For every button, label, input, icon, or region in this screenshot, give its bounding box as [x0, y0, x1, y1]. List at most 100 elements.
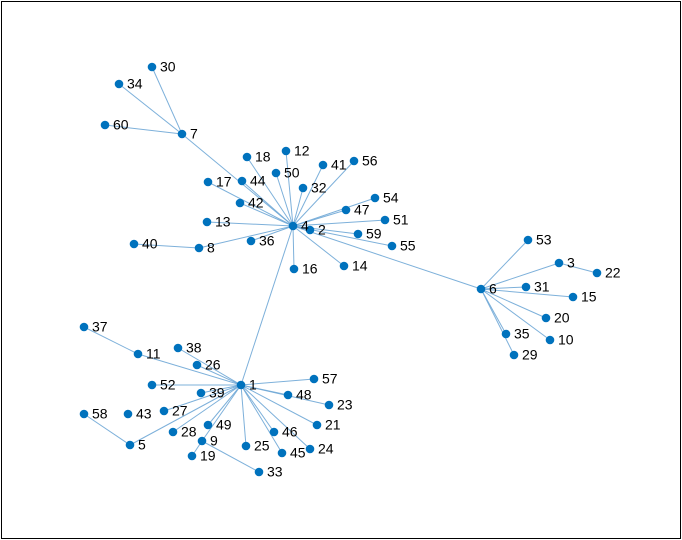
edge-4-18: [246, 156, 294, 227]
node-label-14: 14: [352, 258, 368, 274]
edge-7-30: [151, 66, 183, 135]
node-label-60: 60: [113, 117, 129, 133]
node-39: [196, 388, 206, 398]
node-45: [277, 448, 287, 458]
node-19: [187, 451, 197, 461]
edge-8-40: [133, 243, 200, 249]
node-label-25: 25: [254, 438, 270, 454]
node-40: [129, 239, 139, 249]
node-label-7: 7: [190, 126, 198, 142]
edge-4-51: [292, 219, 386, 227]
node-label-37: 37: [92, 319, 108, 335]
node-27: [159, 406, 169, 416]
edge-4-13: [206, 221, 294, 227]
node-31: [521, 282, 531, 292]
node-33: [254, 467, 264, 477]
node-36: [246, 236, 256, 246]
edge-6-35: [480, 288, 507, 335]
node-15: [568, 292, 578, 302]
node-label-30: 30: [160, 59, 176, 75]
node-label-42: 42: [248, 195, 264, 211]
node-label-34: 34: [127, 76, 143, 92]
edge-4-17: [207, 181, 294, 227]
node-57: [309, 374, 319, 384]
edge-6-29: [480, 288, 515, 356]
node-29: [509, 350, 519, 360]
node-label-43: 43: [136, 406, 152, 422]
node-label-8: 8: [207, 240, 215, 256]
edge-6-3: [480, 262, 560, 290]
node-label-19: 19: [200, 448, 216, 464]
node-53: [523, 235, 533, 245]
node-label-31: 31: [534, 279, 550, 295]
node-label-23: 23: [337, 397, 353, 413]
node-60: [100, 120, 110, 130]
edge-4-42: [239, 202, 294, 227]
node-label-36: 36: [259, 233, 275, 249]
edge-4-59: [292, 225, 359, 235]
node-9: [197, 436, 207, 446]
edge-layer: [83, 66, 598, 473]
edge-4-44: [241, 180, 294, 227]
node-label-1: 1: [249, 377, 257, 393]
node-label-27: 27: [172, 403, 188, 419]
node-2: [305, 225, 315, 235]
node-label-4: 4: [301, 218, 309, 234]
node-10: [545, 335, 555, 345]
edge-4-7: [181, 133, 294, 227]
node-label-28: 28: [181, 424, 197, 440]
node-41: [318, 160, 328, 170]
node-4: [288, 221, 298, 231]
node-18: [242, 152, 252, 162]
node-label-32: 32: [311, 180, 327, 196]
node-label-21: 21: [325, 417, 341, 433]
node-label-9: 9: [210, 433, 218, 449]
node-55: [387, 241, 397, 251]
edge-1-49: [207, 384, 242, 426]
edge-1-21: [240, 384, 318, 426]
edge-6-10: [480, 288, 551, 341]
node-label-29: 29: [522, 347, 538, 363]
edge-1-46: [240, 384, 275, 433]
node-label-20: 20: [554, 310, 570, 326]
node-32: [298, 183, 308, 193]
edge-1-27: [163, 384, 242, 412]
node-11: [133, 349, 143, 359]
node-7: [177, 129, 187, 139]
edge-1-48: [240, 384, 289, 396]
node-37: [79, 322, 89, 332]
node-label-59: 59: [366, 226, 382, 242]
node-label-15: 15: [581, 289, 597, 305]
edge-4-54: [292, 197, 376, 227]
edge-1-28: [172, 384, 242, 433]
node-label-47: 47: [354, 202, 370, 218]
node-42: [235, 198, 245, 208]
edge-1-38: [177, 347, 242, 386]
node-label-3: 3: [567, 255, 575, 271]
node-14: [339, 261, 349, 271]
edge-1-39: [200, 384, 242, 394]
edge-6-31: [480, 286, 527, 290]
edge-1-45: [240, 384, 283, 454]
node-label-41: 41: [331, 157, 347, 173]
node-label-53: 53: [536, 232, 552, 248]
edge-6-15: [480, 288, 574, 298]
edge-5-58: [83, 413, 131, 446]
node-label-6: 6: [489, 281, 497, 297]
node-34: [114, 79, 124, 89]
node-17: [203, 177, 213, 187]
edge-9-33: [201, 440, 260, 473]
node-21: [312, 420, 322, 430]
node-24: [305, 444, 315, 454]
node-label-48: 48: [296, 387, 312, 403]
node-layer: [79, 62, 602, 477]
node-label-44: 44: [250, 173, 266, 189]
node-label-33: 33: [267, 464, 283, 480]
node-23: [324, 400, 334, 410]
node-6: [476, 284, 486, 294]
edge-1-57: [240, 378, 315, 386]
node-label-38: 38: [186, 340, 202, 356]
edge-6-20: [480, 288, 547, 319]
node-16: [289, 264, 299, 274]
